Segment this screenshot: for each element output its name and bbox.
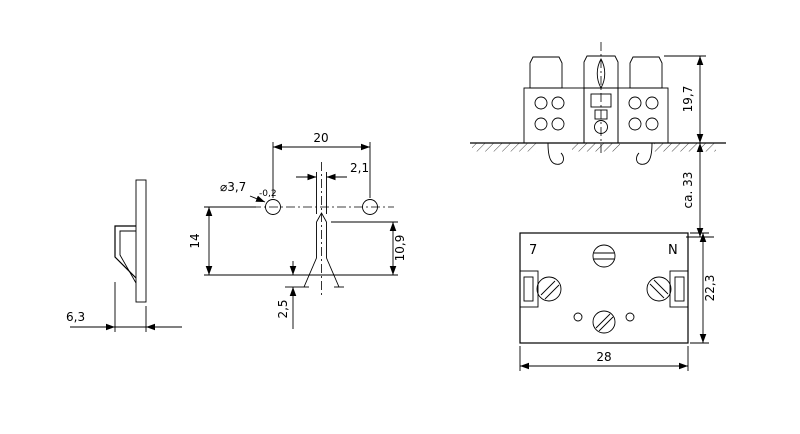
wire-port-left-inner	[523, 276, 534, 302]
wire-entry-hole	[534, 117, 548, 131]
wire-entry-hole	[534, 96, 548, 110]
dim-text-foot: 2,5	[276, 299, 290, 318]
screw-slot	[649, 283, 665, 299]
screw-slot	[544, 284, 560, 300]
dim-6-3: 6,3	[66, 282, 182, 332]
wire-entry-hole	[628, 96, 642, 110]
front-view: 19,7 ca. 33	[470, 42, 726, 238]
dim-text-clip-width: 6,3	[66, 310, 85, 324]
wire-entry-hole	[628, 117, 642, 131]
terminal-tower-right	[629, 56, 663, 89]
wire-entry-hole	[551, 96, 565, 110]
dim-text-hole-dia: ⌀3,7	[220, 180, 246, 194]
tab-flare	[326, 257, 340, 288]
screw-bottom	[592, 310, 616, 334]
dim-hole-diameter: ⌀3,7 -0,2	[220, 180, 277, 203]
screw-slot	[653, 279, 669, 295]
clip-inner-profile	[119, 230, 137, 284]
dim-28: 28	[519, 346, 689, 371]
dim-2-1: 2,1	[296, 161, 369, 214]
wire-entry-hole	[645, 117, 659, 131]
dim-text-height: 14	[188, 233, 202, 248]
small-hole	[625, 312, 635, 322]
wire-entry-hole	[645, 96, 659, 110]
top-view: 7 N 22,3 28	[519, 232, 717, 371]
dim-text-depth: 22,3	[703, 275, 717, 302]
dim-text-hole-spacing: 20	[313, 131, 328, 145]
side-profile-view: 6,3	[66, 179, 182, 332]
panel-hatch	[572, 143, 620, 152]
screw-left	[536, 276, 562, 302]
leader-line	[249, 195, 266, 203]
dim-text-width: 28	[596, 350, 611, 364]
terminal-tower-center	[583, 55, 619, 89]
dim-14: 14	[188, 206, 256, 275]
dim-10-9: 10,9	[331, 221, 407, 275]
terminal-tower-left	[529, 56, 563, 89]
snap-clip-right	[636, 142, 653, 165]
wire-port-right-inner	[674, 276, 685, 302]
terminal-marking-right: N	[668, 243, 678, 258]
dim-2-5: 2,5	[276, 261, 299, 329]
dim-text-height-above-panel: 19,7	[681, 86, 695, 113]
tab-apex	[316, 212, 327, 223]
fixing-tab	[299, 212, 344, 288]
terminal-marking-left: 7	[529, 243, 537, 258]
wire-port-left	[519, 270, 539, 308]
dim-20: 20	[272, 131, 371, 198]
panel-hatch	[654, 143, 716, 152]
dim-text-clearance: ca. 33	[681, 172, 695, 209]
wire-port-right	[669, 270, 689, 308]
wire-entry-hole	[551, 117, 565, 131]
drill-template-view: 20 ⌀3,7 -0,2 14 2,1	[188, 131, 407, 329]
tab-flare	[303, 257, 317, 288]
panel-edge-hatched	[135, 179, 147, 303]
dim-ca-33: ca. 33	[681, 143, 714, 238]
dim-22-3: 22,3	[690, 232, 717, 344]
panel-hatch	[472, 143, 536, 152]
screw-top	[592, 244, 616, 268]
dim-text-slot-width: 2,1	[350, 161, 369, 175]
clip-outer-profile	[114, 225, 137, 279]
small-hole	[573, 312, 583, 322]
screw-right	[646, 276, 672, 302]
screw-slot	[598, 316, 614, 332]
dim-19-7: 19,7	[664, 55, 706, 143]
dim-text-hole-tol: -0,2	[259, 189, 277, 199]
dim-text-tab-height: 10,9	[393, 235, 407, 262]
snap-clip-left	[547, 142, 564, 165]
screw-slot	[595, 313, 611, 329]
screw-slot	[540, 280, 556, 296]
